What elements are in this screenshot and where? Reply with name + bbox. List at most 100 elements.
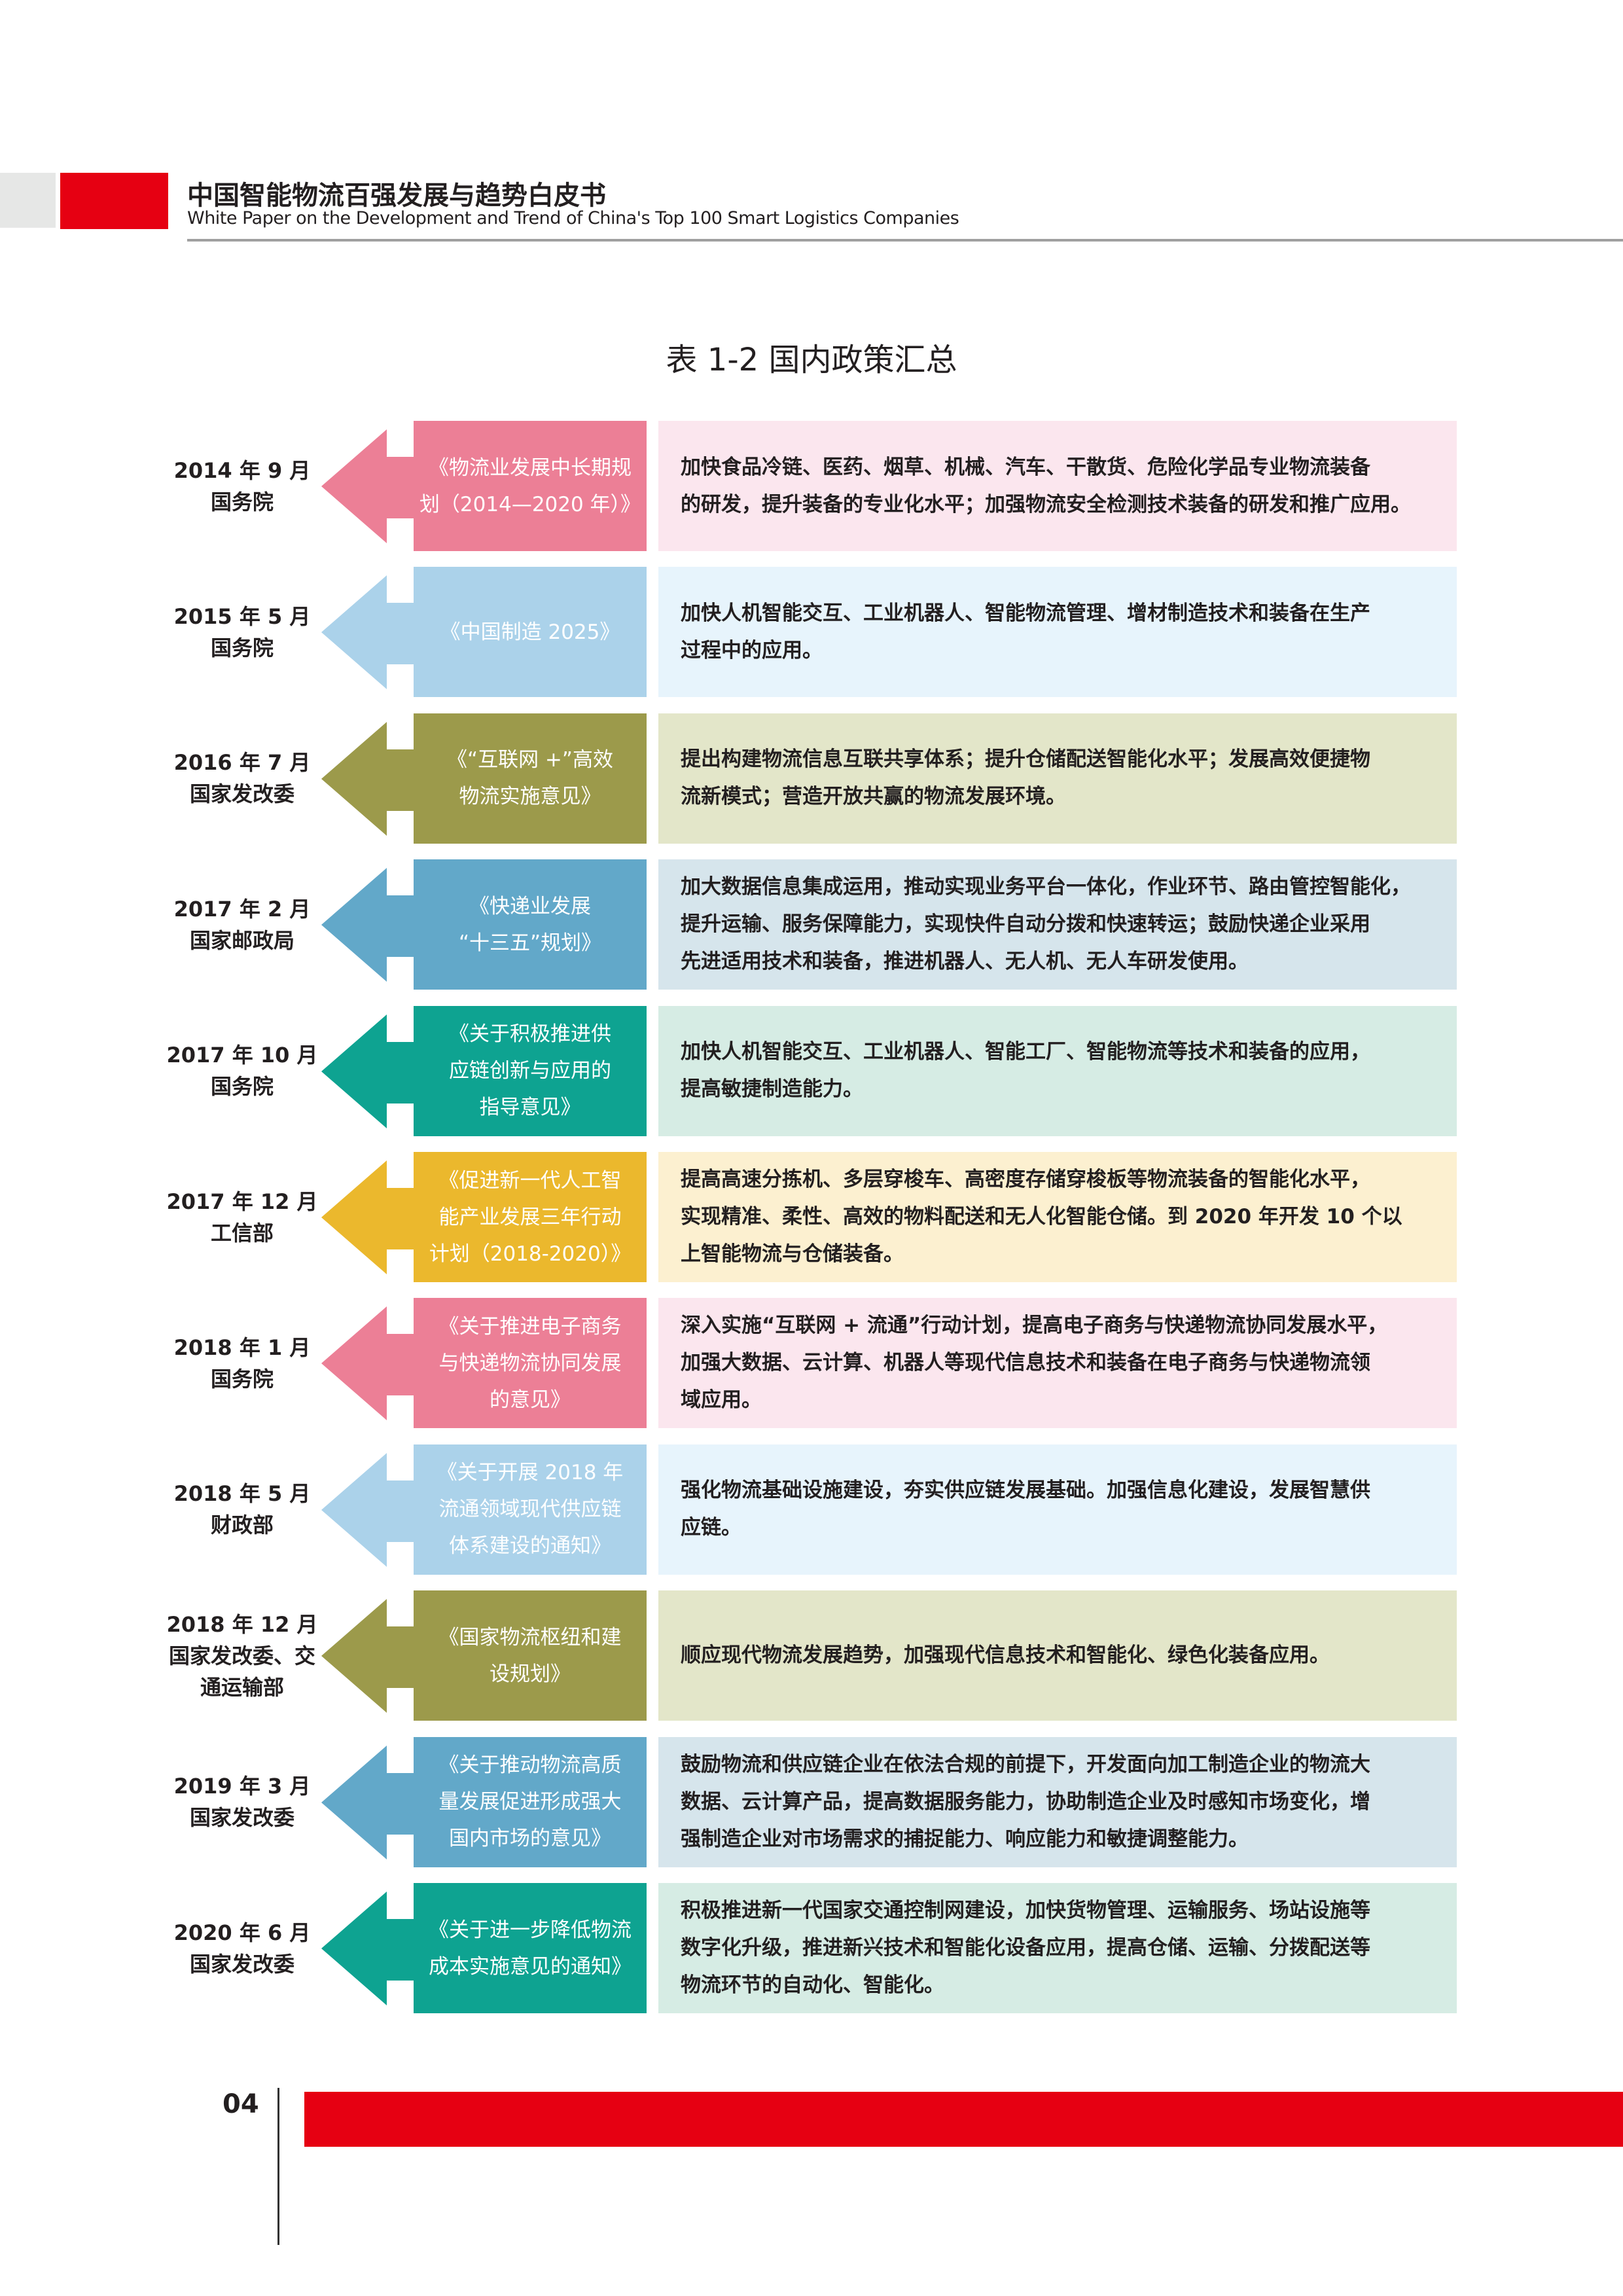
- description-line: 加快人机智能交互、工业机器人、智能工厂、智能物流等技术和装备的应用，: [681, 1040, 1370, 1064]
- label-line: 《关于积极推进供: [449, 1022, 611, 1047]
- table-title: 表 1-2 国内政策汇总: [666, 342, 957, 378]
- policy-date: 2014 年 9 月: [173, 457, 311, 483]
- label-line: 《关于推进电子商务: [438, 1314, 622, 1338]
- policy-date-issuer: 2014 年 9 月 国务院: [157, 421, 327, 551]
- description-line: 加快食品冷链、医药、烟草、机械、汽车、干散货、危险化学品专业物流装备: [681, 455, 1370, 479]
- description-line: 应链。: [681, 1516, 741, 1540]
- label-line: 《国家物流枢纽和建: [438, 1625, 622, 1649]
- policy-date: 2018 年 1 月: [173, 1335, 311, 1360]
- policy-name: 《“互联网 +”高效物流实施意见》: [414, 713, 647, 844]
- policy-issuer: 国务院: [210, 635, 274, 660]
- label-line: 流通领域现代供应链: [438, 1498, 622, 1522]
- policy-date-issuer: 2018 年 12 月 国家发改委、交通运输部: [157, 1590, 327, 1721]
- policy-description: 深入实施“互联网 + 流通”行动计划，提高电子商务与快递物流协同发展水平， 加强大…: [658, 1298, 1457, 1429]
- header-red-block: [60, 173, 168, 229]
- policy-issuer: 国家发改委、交通运输部: [168, 1643, 315, 1700]
- arrow-left-icon: [321, 1599, 416, 1713]
- policy-date-issuer: 2019 年 3 月 国家发改委: [157, 1737, 327, 1867]
- policy-description: 加快人机智能交互、工业机器人、智能物流管理、增材制造技术和装备在生产过程中的应用…: [658, 567, 1457, 698]
- policy-date-issuer: 2020 年 6 月 国家发改委: [157, 1883, 327, 2013]
- policy-issuer: 工信部: [210, 1220, 274, 1246]
- policy-description: 加快食品冷链、医药、烟草、机械、汽车、干散货、危险化学品专业物流装备的研发，提升…: [658, 421, 1457, 551]
- label-line: 成本实施意见的通知》: [429, 1954, 632, 1979]
- description-line: 先进适用技术和装备，推进机器人、无人机、无人车研发使用。: [681, 950, 1249, 974]
- label-line: 《促进新一代人工智: [438, 1168, 622, 1193]
- description-line: 上智能物流与仓储装备。: [681, 1242, 904, 1266]
- arrow-left-icon: [321, 575, 416, 690]
- policy-row: 2018 年 12 月 国家发改委、交通运输部 《国家物流枢纽和建设规划》 顺应…: [0, 1590, 1623, 1721]
- label-line: 国内市场的意见》: [449, 1827, 611, 1851]
- policy-date: 2019 年 3 月: [173, 1774, 311, 1799]
- policy-row: 2014 年 9 月 国务院 《物流业发展中长期规划（2014—2020 年）》…: [0, 421, 1623, 551]
- label-line: 《物流业发展中长期规: [429, 456, 632, 480]
- label-line: “十三五”规划》: [458, 931, 602, 955]
- description-line: 提出构建物流信息互联共享体系；提升仓储配送智能化水平；发展高效便捷物: [681, 747, 1370, 772]
- policy-issuer: 财政部: [210, 1513, 274, 1538]
- description-line: 顺应现代物流发展趋势，加强现代信息技术和智能化、绿色化装备应用。: [681, 1643, 1330, 1668]
- policy-row: 2020 年 6 月 国家发改委 《关于进一步降低物流成本实施意见的通知》 积极…: [0, 1883, 1623, 2013]
- description-line: 强化物流基础设施建设，夯实供应链发展基础。加强信息化建设，发展智慧供: [681, 1479, 1370, 1503]
- arrow-left-icon: [321, 429, 416, 543]
- policy-name: 《关于积极推进供应链创新与应用的指导意见》: [414, 1005, 647, 1136]
- policy-name: 《关于推进电子商务与快递物流协同发展的意见》: [414, 1298, 647, 1429]
- label-line: 《“互联网 +”高效: [447, 748, 613, 772]
- policy-date: 2018 年 5 月: [173, 1481, 311, 1507]
- description-line: 提高高速分拣机、多层穿梭车、高密度存储穿梭板等物流装备的智能化水平，: [681, 1168, 1370, 1191]
- label-line: 应链创新与应用的: [449, 1059, 611, 1083]
- policy-date-issuer: 2017 年 2 月 国家邮政局: [157, 859, 327, 990]
- policy-date: 2017 年 12 月: [166, 1189, 318, 1214]
- header-title: 中国智能物流百强发展与趋势白皮书: [187, 181, 606, 211]
- policy-row: 2017 年 2 月 国家邮政局 《快递业发展“十三五”规划》 加大数据信息集成…: [0, 859, 1623, 990]
- policy-description: 强化物流基础设施建设，夯实供应链发展基础。加强信息化建设，发展智慧供应链。: [658, 1444, 1457, 1575]
- policy-description: 加快人机智能交互、工业机器人、智能工厂、智能物流等技术和装备的应用，提高敏捷制造…: [658, 1005, 1457, 1136]
- description-line: 加快人机智能交互、工业机器人、智能物流管理、增材制造技术和装备在生产: [681, 601, 1370, 625]
- description-line: 流新模式；营造开放共赢的物流发展环境。: [681, 785, 1066, 809]
- policy-issuer: 国务院: [210, 1074, 274, 1100]
- policy-date: 2016 年 7 月: [173, 750, 311, 776]
- label-line: 体系建设的通知》: [449, 1534, 611, 1558]
- policy-row: 2019 年 3 月 国家发改委 《关于推动物流高质量发展促进形成强大国内市场的…: [0, 1736, 1623, 1867]
- policy-date-issuer: 2016 年 7 月 国家发改委: [157, 713, 327, 844]
- arrow-left-icon: [321, 1160, 416, 1274]
- description-line: 提升运输、服务保障能力，实现快件自动分拨和快速转运；鼓励快递企业采用: [681, 912, 1370, 937]
- header-divider: [187, 239, 1623, 242]
- arrow-left-icon: [321, 1892, 416, 2005]
- policy-row: 2017 年 10 月 国务院 《关于积极推进供应链创新与应用的指导意见》 加快…: [0, 1005, 1623, 1136]
- policy-date-issuer: 2015 年 5 月 国务院: [157, 567, 327, 697]
- policy-date: 2015 年 5 月: [173, 603, 311, 629]
- description-line: 加强大数据、云计算、机器人等现代信息技术和装备在电子商务与快递物流领: [681, 1351, 1370, 1375]
- policy-issuer: 国家发改委: [189, 1805, 294, 1831]
- label-line: 《关于开展 2018 年: [437, 1461, 624, 1485]
- policy-description: 加大数据信息集成运用，推动实现业务平台一体化，作业环节、路由管控智能化， 提升运输…: [658, 859, 1457, 990]
- policy-description: 积极推进新一代国家交通控制网建设，加快货物管理、运输服务、场站设施等数字化升级，…: [658, 1883, 1457, 2013]
- arrow-left-icon: [321, 721, 416, 836]
- description-line: 加大数据信息集成运用，推动实现业务平台一体化，作业环节、路由管控智能化，: [681, 875, 1411, 899]
- policy-date-issuer: 2018 年 5 月 财政部: [157, 1444, 327, 1575]
- description-line: 强制造企业对市场需求的捕捉能力、响应能力和敏捷调整能力。: [681, 1827, 1249, 1851]
- policy-row: 2017 年 12 月 工信部 《促进新一代人工智能产业发展三年行动计划（201…: [0, 1152, 1623, 1282]
- policy-name: 《促进新一代人工智能产业发展三年行动计划（2018-2020）》: [414, 1152, 647, 1282]
- description-line: 深入实施“互联网 + 流通”行动计划，提高电子商务与快递物流协同发展水平，: [681, 1314, 1388, 1338]
- description-line: 鼓励物流和供应链企业在依法合规的前提下，开发面向加工制造企业的物流大: [681, 1752, 1370, 1776]
- policy-issuer: 国家发改委: [189, 781, 294, 807]
- policy-issuer: 国务院: [210, 1366, 274, 1391]
- policy-row: 2018 年 1 月 国务院 《关于推进电子商务与快递物流协同发展的意见》 深入…: [0, 1298, 1623, 1429]
- page-number: 04: [223, 2089, 259, 2119]
- policy-date-issuer: 2017 年 12 月 工信部: [157, 1152, 327, 1282]
- label-line: 《关于进一步降低物流: [429, 1918, 632, 1942]
- label-line: 计划（2018-2020）》: [429, 1242, 632, 1266]
- arrow-left-icon: [321, 868, 416, 982]
- label-line: 物流实施意见》: [459, 785, 601, 809]
- description-line: 实现精准、柔性、高效的物料配送和无人化智能仓储。到 2020 年开发 10 个以: [681, 1205, 1402, 1229]
- policy-description: 鼓励物流和供应链企业在依法合规的前提下，开发面向加工制造企业的物流大数据、云计算…: [658, 1736, 1457, 1867]
- policy-description: 顺应现代物流发展趋势，加强现代信息技术和智能化、绿色化装备应用。: [658, 1590, 1457, 1721]
- policy-issuer: 国家发改委: [189, 1951, 294, 1977]
- label-line: 划（2014—2020 年）》: [419, 492, 641, 516]
- description-line: 积极推进新一代国家交通控制网建设，加快货物管理、运输服务、场站设施等: [681, 1899, 1370, 1922]
- policy-date: 2017 年 2 月: [173, 896, 311, 922]
- header-gray-block: [0, 173, 56, 228]
- policy-row: 2018 年 5 月 财政部 《关于开展 2018 年流通领域现代供应链体系建设…: [0, 1444, 1623, 1575]
- label-line: 的意见》: [490, 1388, 571, 1412]
- label-line: 《中国制造 2025》: [440, 620, 620, 644]
- description-line: 数字化升级，推进新兴技术和智能化设备应用，提高仓储、运输、分拨配送等: [681, 1936, 1370, 1960]
